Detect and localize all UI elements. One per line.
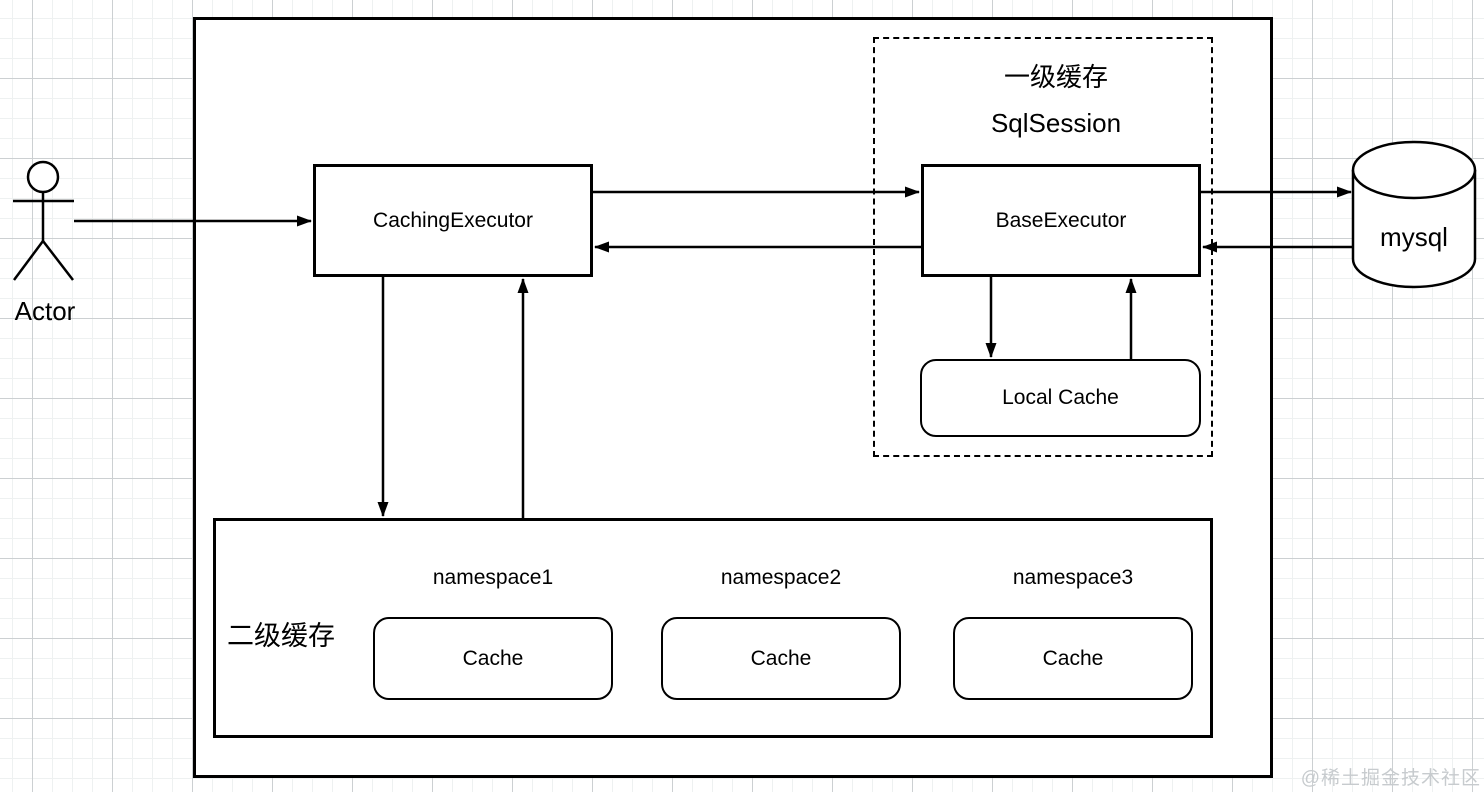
second-level-cache-title: 二级缓存: [227, 621, 335, 651]
watermark-text: @稀土掘金技术社区: [1300, 768, 1481, 789]
caching-executor-node: CachingExecutor: [313, 164, 593, 277]
namespace3-cache-label: Cache: [1042, 646, 1104, 670]
caching-executor-label: CachingExecutor: [373, 208, 533, 232]
local-cache-label: Local Cache: [1002, 386, 1119, 409]
actor-label: Actor: [14, 296, 76, 326]
namespace2-cache-label: Cache: [750, 646, 812, 670]
local-cache-node: Local Cache: [920, 359, 1201, 437]
first-level-cache-title: 一级缓存: [1003, 62, 1108, 92]
sqlsession-title: SqlSession: [990, 108, 1122, 138]
namespace3-cache-node: Cache: [953, 617, 1193, 700]
mysql-database-cylinder: [1351, 140, 1477, 289]
mysql-label: mysql: [1380, 222, 1448, 252]
namespace2-label: namespace2: [720, 566, 842, 589]
namespace1-label: namespace1: [432, 566, 554, 589]
namespace1-cache-node: Cache: [373, 617, 613, 700]
base-executor-label: BaseExecutor: [995, 208, 1127, 232]
actor-figure: [12, 160, 74, 281]
namespace3-label: namespace3: [1012, 566, 1134, 589]
namespace1-cache-label: Cache: [462, 646, 524, 670]
base-executor-node: BaseExecutor: [921, 164, 1201, 277]
namespace2-cache-node: Cache: [661, 617, 901, 700]
